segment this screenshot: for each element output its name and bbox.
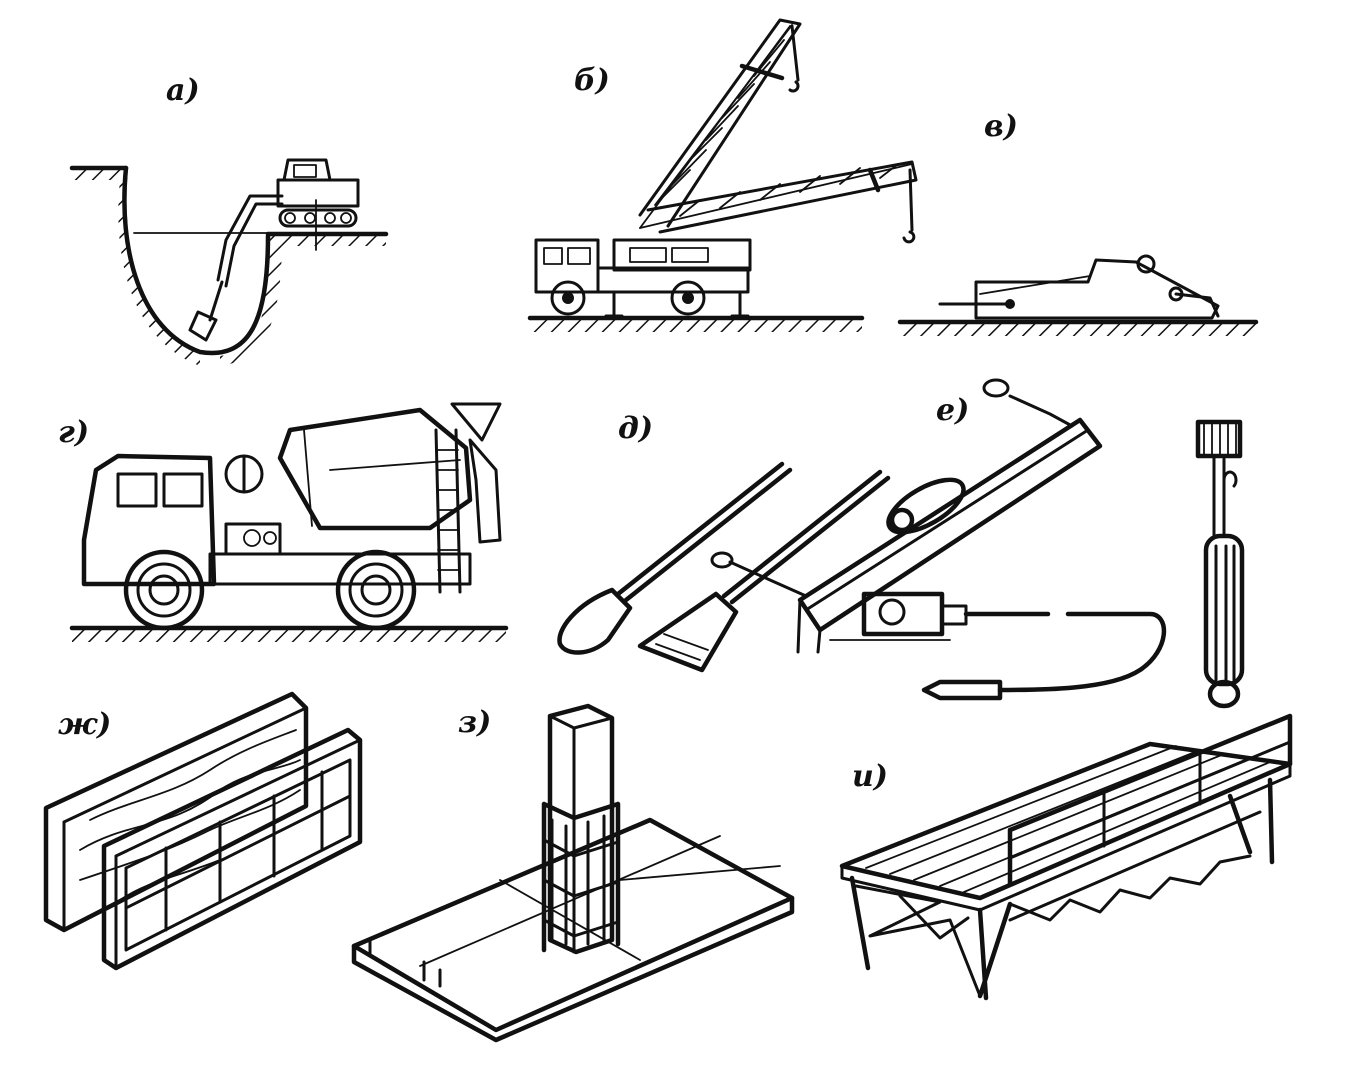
panel-v-label: в) [984,109,1018,144]
panel-z-label: з) [458,705,491,740]
panel-a-excavator: а) [69,73,389,366]
panel-g-label: г) [58,415,89,450]
panel-e-label: е) [936,393,969,428]
scaffold-platform-icon [839,713,1293,1001]
truck-crane-icon [527,18,918,332]
panel-v-hoist: в) [897,109,1259,336]
panel-b-label: б) [574,63,610,98]
shovels-icon [557,461,891,673]
vibrators-icon [710,378,1245,709]
hoist-winch-icon [897,254,1259,336]
panel-zh-formwork: ж) [43,691,363,971]
excavator-pit-icon [69,158,389,366]
panel-b-truck-crane: б) [527,18,918,332]
panel-g-mixer-truck: г) [58,402,509,642]
column-formwork-icon [351,703,795,1043]
panel-i-scaffold: и) [839,713,1293,1001]
panel-i-label: и) [852,759,888,794]
panel-d-label: д) [618,411,653,446]
concrete-mixer-truck-icon [69,402,509,642]
panel-a-label: а) [166,73,200,108]
panel-e-vibrators: е) [710,378,1245,709]
panel-zh-label: ж) [58,707,111,742]
formwork-panels-icon [43,691,363,971]
panel-d-shovels: д) [557,411,891,673]
panel-z-column: з) [351,703,795,1043]
